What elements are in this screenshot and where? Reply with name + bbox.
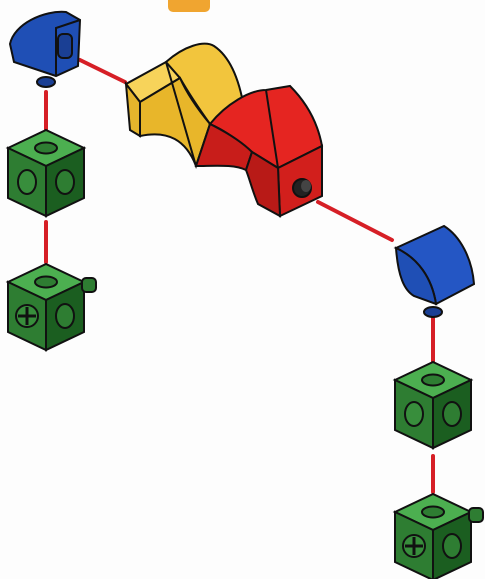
green-cube-right-lower — [393, 492, 485, 579]
blue-curved-piece-left — [8, 10, 82, 88]
green-cube-left-upper — [7, 129, 85, 217]
connector-line-red-to-blue — [316, 200, 394, 242]
green-cube-right-upper — [394, 361, 472, 449]
blue-curved-piece-right — [393, 224, 476, 318]
connector-line-blue-to-yellow — [78, 58, 127, 84]
yellow-curved-piece — [124, 42, 246, 169]
connector-lines — [44, 58, 435, 494]
red-curved-piece — [194, 84, 324, 218]
green-cube-left-lower — [6, 262, 98, 352]
orange-step-tab — [168, 0, 210, 12]
